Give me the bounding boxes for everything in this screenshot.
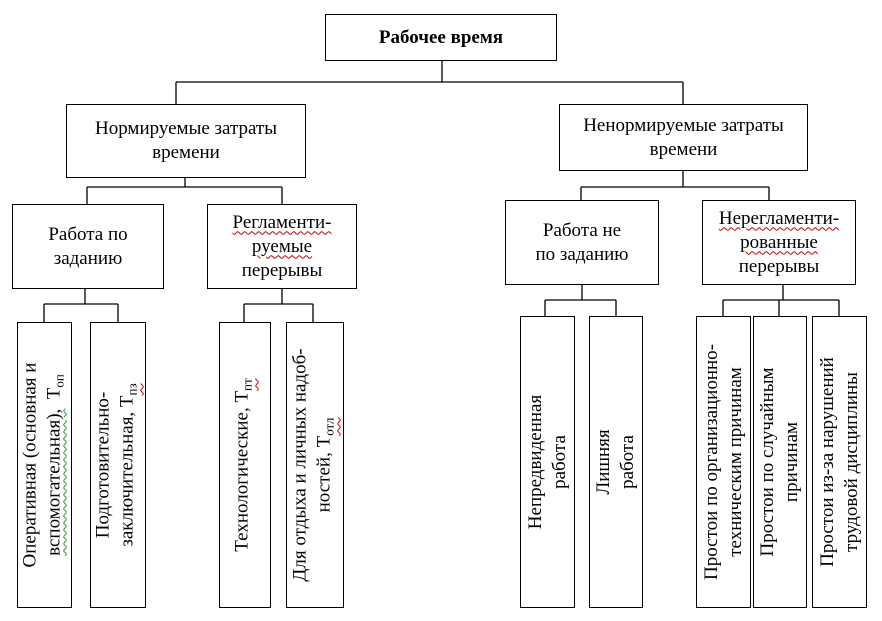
rest-breaks-box: Для отдыха и личных надоб- ностей, Тотл xyxy=(286,322,344,608)
extra-work-box: Лишняя работа xyxy=(589,316,643,608)
unnormed-costs-line2: времени xyxy=(649,138,718,160)
operative-time-symbol: Т xyxy=(43,387,64,400)
random-idle-line2: причинам xyxy=(781,421,802,503)
operative-time-subscript: оп xyxy=(51,374,66,388)
unassigned-work-line1: Работа не xyxy=(542,219,622,241)
discipline-idle-box: Простои из-за нарушений трудовой дисципл… xyxy=(812,316,867,608)
assigned-work-line1: Работа по xyxy=(48,223,128,245)
rest-breaks-symbol: Т xyxy=(313,435,335,448)
rest-breaks-line2: ностей, xyxy=(313,452,335,513)
prep-final-time-symbol: Т xyxy=(116,395,138,408)
operative-time-line1: Оперативная (основная и xyxy=(19,362,40,568)
rest-breaks-subscript: отл xyxy=(321,417,337,436)
unassigned-work-line2: по заданию xyxy=(535,243,629,265)
prep-final-time-subscript: пз xyxy=(124,383,140,396)
assigned-work-line2: заданию xyxy=(53,247,123,269)
unnormed-costs-line1: Ненормируемые затраты xyxy=(583,114,784,136)
operative-time-box: Оперативная (основная и вспомогательная)… xyxy=(17,322,72,608)
connector-unnormed-work xyxy=(544,284,617,316)
connector-unreg-breaks xyxy=(722,284,840,316)
unassigned-work-box: Работа не по заданию xyxy=(505,200,659,285)
random-idle-label: Простои по случайным причинам xyxy=(756,367,804,556)
rest-breaks-label: Для отдыха и личных надоб- ностей, Тотл xyxy=(289,348,342,581)
rest-breaks-line1: Для отдыха и личных надоб- xyxy=(289,348,311,582)
technological-breaks-subscript: пт xyxy=(239,378,255,391)
extra-work-line2: работа xyxy=(617,435,638,489)
unforeseen-work-box: Непредвиденная работа xyxy=(520,316,575,608)
regulated-breaks-line3: перерывы xyxy=(241,259,323,281)
prep-final-time-box: Подготовительно- заключительная, Тпз xyxy=(90,322,146,608)
unregulated-breaks-line2: рованные xyxy=(740,231,818,253)
unassigned-work-label: Работа не по заданию xyxy=(506,219,658,267)
technological-breaks-text: Технологические, xyxy=(231,407,253,552)
random-idle-box: Простои по случайным причинам xyxy=(753,316,807,608)
regulated-breaks-line2: руемые xyxy=(251,235,313,257)
unregulated-breaks-line1: Нерегламенти- xyxy=(718,207,840,229)
regulated-breaks-label: Регламенти- руемые перерывы xyxy=(208,211,356,283)
connector-root xyxy=(175,60,684,104)
org-tech-idle-label: Простои по организационно- техническим п… xyxy=(700,344,748,580)
connector-reg-breaks xyxy=(243,288,314,322)
prep-final-time-line2: заключительная, xyxy=(116,411,138,547)
unregulated-breaks-label: Нерегламенти- рованные перерывы xyxy=(703,207,855,279)
discipline-idle-line1: Простои из-за нарушений xyxy=(816,357,838,567)
normed-costs-box: Нормируемые затраты времени xyxy=(66,104,306,178)
technological-breaks-box: Технологические, Тпт xyxy=(219,322,271,608)
root-title: Рабочее время xyxy=(378,26,504,48)
unregulated-breaks-box: Нерегламенти- рованные перерывы xyxy=(702,200,856,285)
connector-unnormed xyxy=(580,170,770,200)
org-tech-idle-line2: техническим причинам xyxy=(724,367,746,557)
connector-work xyxy=(43,288,119,322)
extra-work-line1: Лишняя xyxy=(593,429,614,495)
operative-time-line2: вспомогательная), xyxy=(43,408,64,556)
root-box: Рабочее время xyxy=(325,14,557,61)
operative-time-label: Оперативная (основная и вспомогательная)… xyxy=(18,363,71,568)
technological-breaks-label: Технологические, Тпт xyxy=(231,378,260,551)
normed-costs-line2: времени xyxy=(152,142,220,163)
unforeseen-work-line1: Непредвиденная xyxy=(524,394,546,530)
unforeseen-work-label: Непредвиденная работа xyxy=(524,395,572,529)
regulated-breaks-box: Регламенти- руемые перерывы xyxy=(207,204,357,289)
random-idle-line1: Простои по случайным xyxy=(757,367,778,557)
unnormed-costs-label: Ненормируемые затраты времени xyxy=(560,114,807,162)
technological-breaks-symbol: Т xyxy=(231,390,253,403)
regulated-breaks-line1: Регламенти- xyxy=(232,211,332,233)
prep-final-time-line1: Подготовительно- xyxy=(92,391,114,539)
assigned-work-box: Работа по заданию xyxy=(12,204,164,289)
org-tech-idle-box: Простои по организационно- техническим п… xyxy=(696,316,751,608)
unforeseen-work-line2: работа xyxy=(548,435,570,489)
unregulated-breaks-line3: перерывы xyxy=(738,255,820,277)
discipline-idle-line2: трудовой дисциплины xyxy=(840,372,862,552)
connector-normed xyxy=(86,177,283,204)
extra-work-label: Лишняя работа xyxy=(592,429,640,494)
prep-final-time-label: Подготовительно- заключительная, Тпз xyxy=(92,383,145,546)
unnormed-costs-box: Ненормируемые затраты времени xyxy=(559,104,808,171)
assigned-work-label: Работа по заданию xyxy=(13,223,163,271)
org-tech-idle-line1: Простои по организационно- xyxy=(700,343,722,581)
discipline-idle-label: Простои из-за нарушений трудовой дисципл… xyxy=(816,357,864,567)
normed-costs-label: Нормируемые затраты времени xyxy=(67,117,305,165)
normed-costs-line1: Нормируемые затраты xyxy=(94,118,278,139)
